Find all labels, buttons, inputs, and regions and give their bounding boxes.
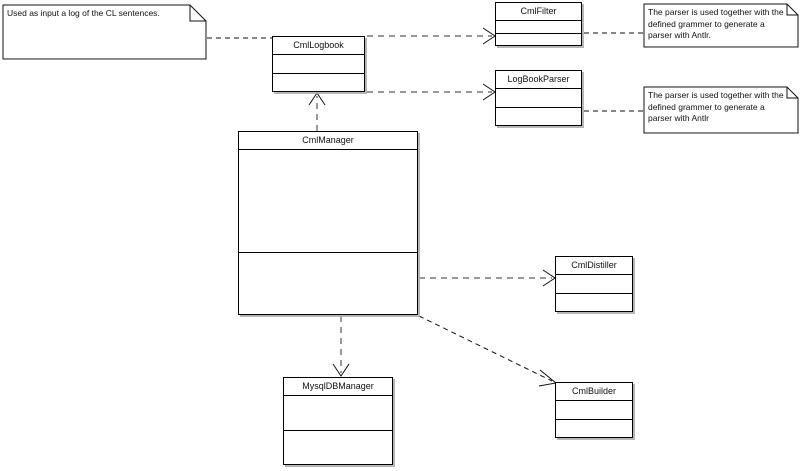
class-box-logbookparser[interactable]: LogBookParser: [495, 70, 582, 126]
class-operations-mysqldbmanager: [284, 431, 392, 465]
note-text-parser-logbookparser: The parser is used together with the def…: [648, 90, 784, 123]
class-operations-cmllogbook: [273, 74, 364, 92]
class-operations-cmlfilter: [496, 34, 581, 46]
class-box-mysqldbmanager[interactable]: MysqlDBManager: [283, 377, 393, 465]
class-name-cmlfilter: CmlFilter: [496, 3, 581, 21]
class-operations-cmldistiller: [556, 294, 632, 312]
class-name-mysqldbmanager: MysqlDBManager: [284, 378, 392, 396]
class-box-cmlmanager[interactable]: CmlManager: [238, 131, 418, 315]
edge-cmlmanager-to-cmllogbook: [308, 92, 326, 131]
class-name-cmlmanager: CmlManager: [239, 132, 417, 150]
class-box-cmldistiller[interactable]: CmlDistiller: [555, 256, 633, 312]
note-parser-filter[interactable]: The parser is used together with the def…: [643, 3, 799, 48]
class-attributes-cmlmanager: [239, 150, 417, 253]
note-text-parser-filter: The parser is used together with the def…: [648, 7, 784, 40]
note-shape-icon: [643, 3, 799, 48]
class-operations-cmlmanager: [239, 253, 417, 314]
edge-cmlmanager-to-cmldistiller: [419, 269, 556, 287]
class-operations-cmlbuilder: [556, 420, 632, 438]
edge-cmlmanager-to-mysqldbmanager: [332, 316, 350, 377]
class-attributes-mysqldbmanager: [284, 396, 392, 431]
class-box-cmllogbook[interactable]: CmlLogbook: [272, 36, 365, 92]
note-shape-icon: [2, 4, 207, 60]
edge-cmllogbook-to-cmlfilter: [367, 27, 496, 45]
class-name-cmldistiller: CmlDistiller: [556, 257, 632, 275]
class-attributes-cmlbuilder: [556, 401, 632, 420]
class-attributes-cmldistiller: [556, 275, 632, 294]
note-shape-icon: [643, 86, 799, 134]
class-attributes-cmllogbook: [273, 55, 364, 74]
note-parser-logbookparser[interactable]: The parser is used together with the def…: [643, 86, 799, 134]
class-box-cmlfilter[interactable]: CmlFilter: [495, 2, 582, 46]
note-text-input-log: Used as input a log of the CL sentences.: [7, 8, 160, 18]
edge-cmlmanager-to-cmlbuilder: [418, 315, 558, 387]
class-name-cmllogbook: CmlLogbook: [273, 37, 364, 55]
class-attributes-cmlfilter: [496, 21, 581, 34]
class-name-cmlbuilder: CmlBuilder: [556, 383, 632, 401]
class-box-cmlbuilder[interactable]: CmlBuilder: [555, 382, 633, 438]
class-operations-logbookparser: [496, 108, 581, 126]
class-name-logbookparser: LogBookParser: [496, 71, 581, 89]
note-input-log[interactable]: Used as input a log of the CL sentences.: [2, 4, 207, 60]
class-attributes-logbookparser: [496, 89, 581, 108]
edge-cmllogbook-to-logbookparser: [367, 83, 496, 101]
